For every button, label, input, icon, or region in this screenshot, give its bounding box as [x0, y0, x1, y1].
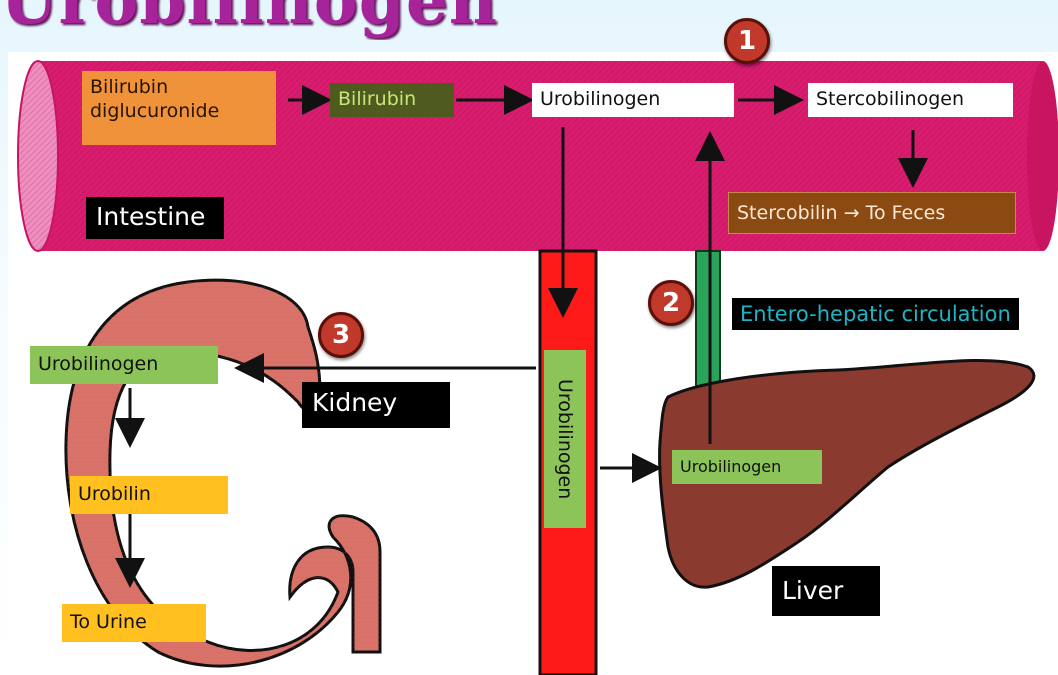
stercobilin-box: Stercobilin → To Feces — [728, 192, 1016, 234]
stercobilinogen-box: Stercobilinogen — [808, 83, 1013, 117]
vessel-urobilinogen-label: Urobilinogen — [544, 350, 586, 528]
step-1-badge: 1 — [724, 18, 770, 64]
intestine-label: Intestine — [86, 197, 224, 239]
kidney-label: Kidney — [302, 382, 450, 428]
urobilinogen-intestine-box: Urobilinogen — [532, 83, 734, 117]
bilirubin-box: Bilirubin — [330, 83, 454, 117]
to-urine-box: To Urine — [62, 604, 206, 642]
bilirubin-diglucuronide-box: Bilirubin diglucuronide — [82, 71, 276, 145]
enterohepatic-label: Entero-hepatic circulation — [732, 298, 1019, 330]
urobilin-box: Urobilin — [70, 476, 228, 514]
step-3-badge: 3 — [318, 312, 364, 358]
liver-urobilinogen-box: Urobilinogen — [672, 450, 822, 484]
diagram-canvas: Bilirubin diglucuronide Bilirubin Urobil… — [8, 52, 1058, 675]
enterohepatic-vessel — [696, 251, 720, 386]
kidney-urobilinogen-box: Urobilinogen — [30, 346, 218, 384]
liver-label: Liver — [772, 566, 880, 616]
step-2-badge: 2 — [648, 280, 694, 326]
page-title: Urobilinogen — [0, 0, 620, 40]
